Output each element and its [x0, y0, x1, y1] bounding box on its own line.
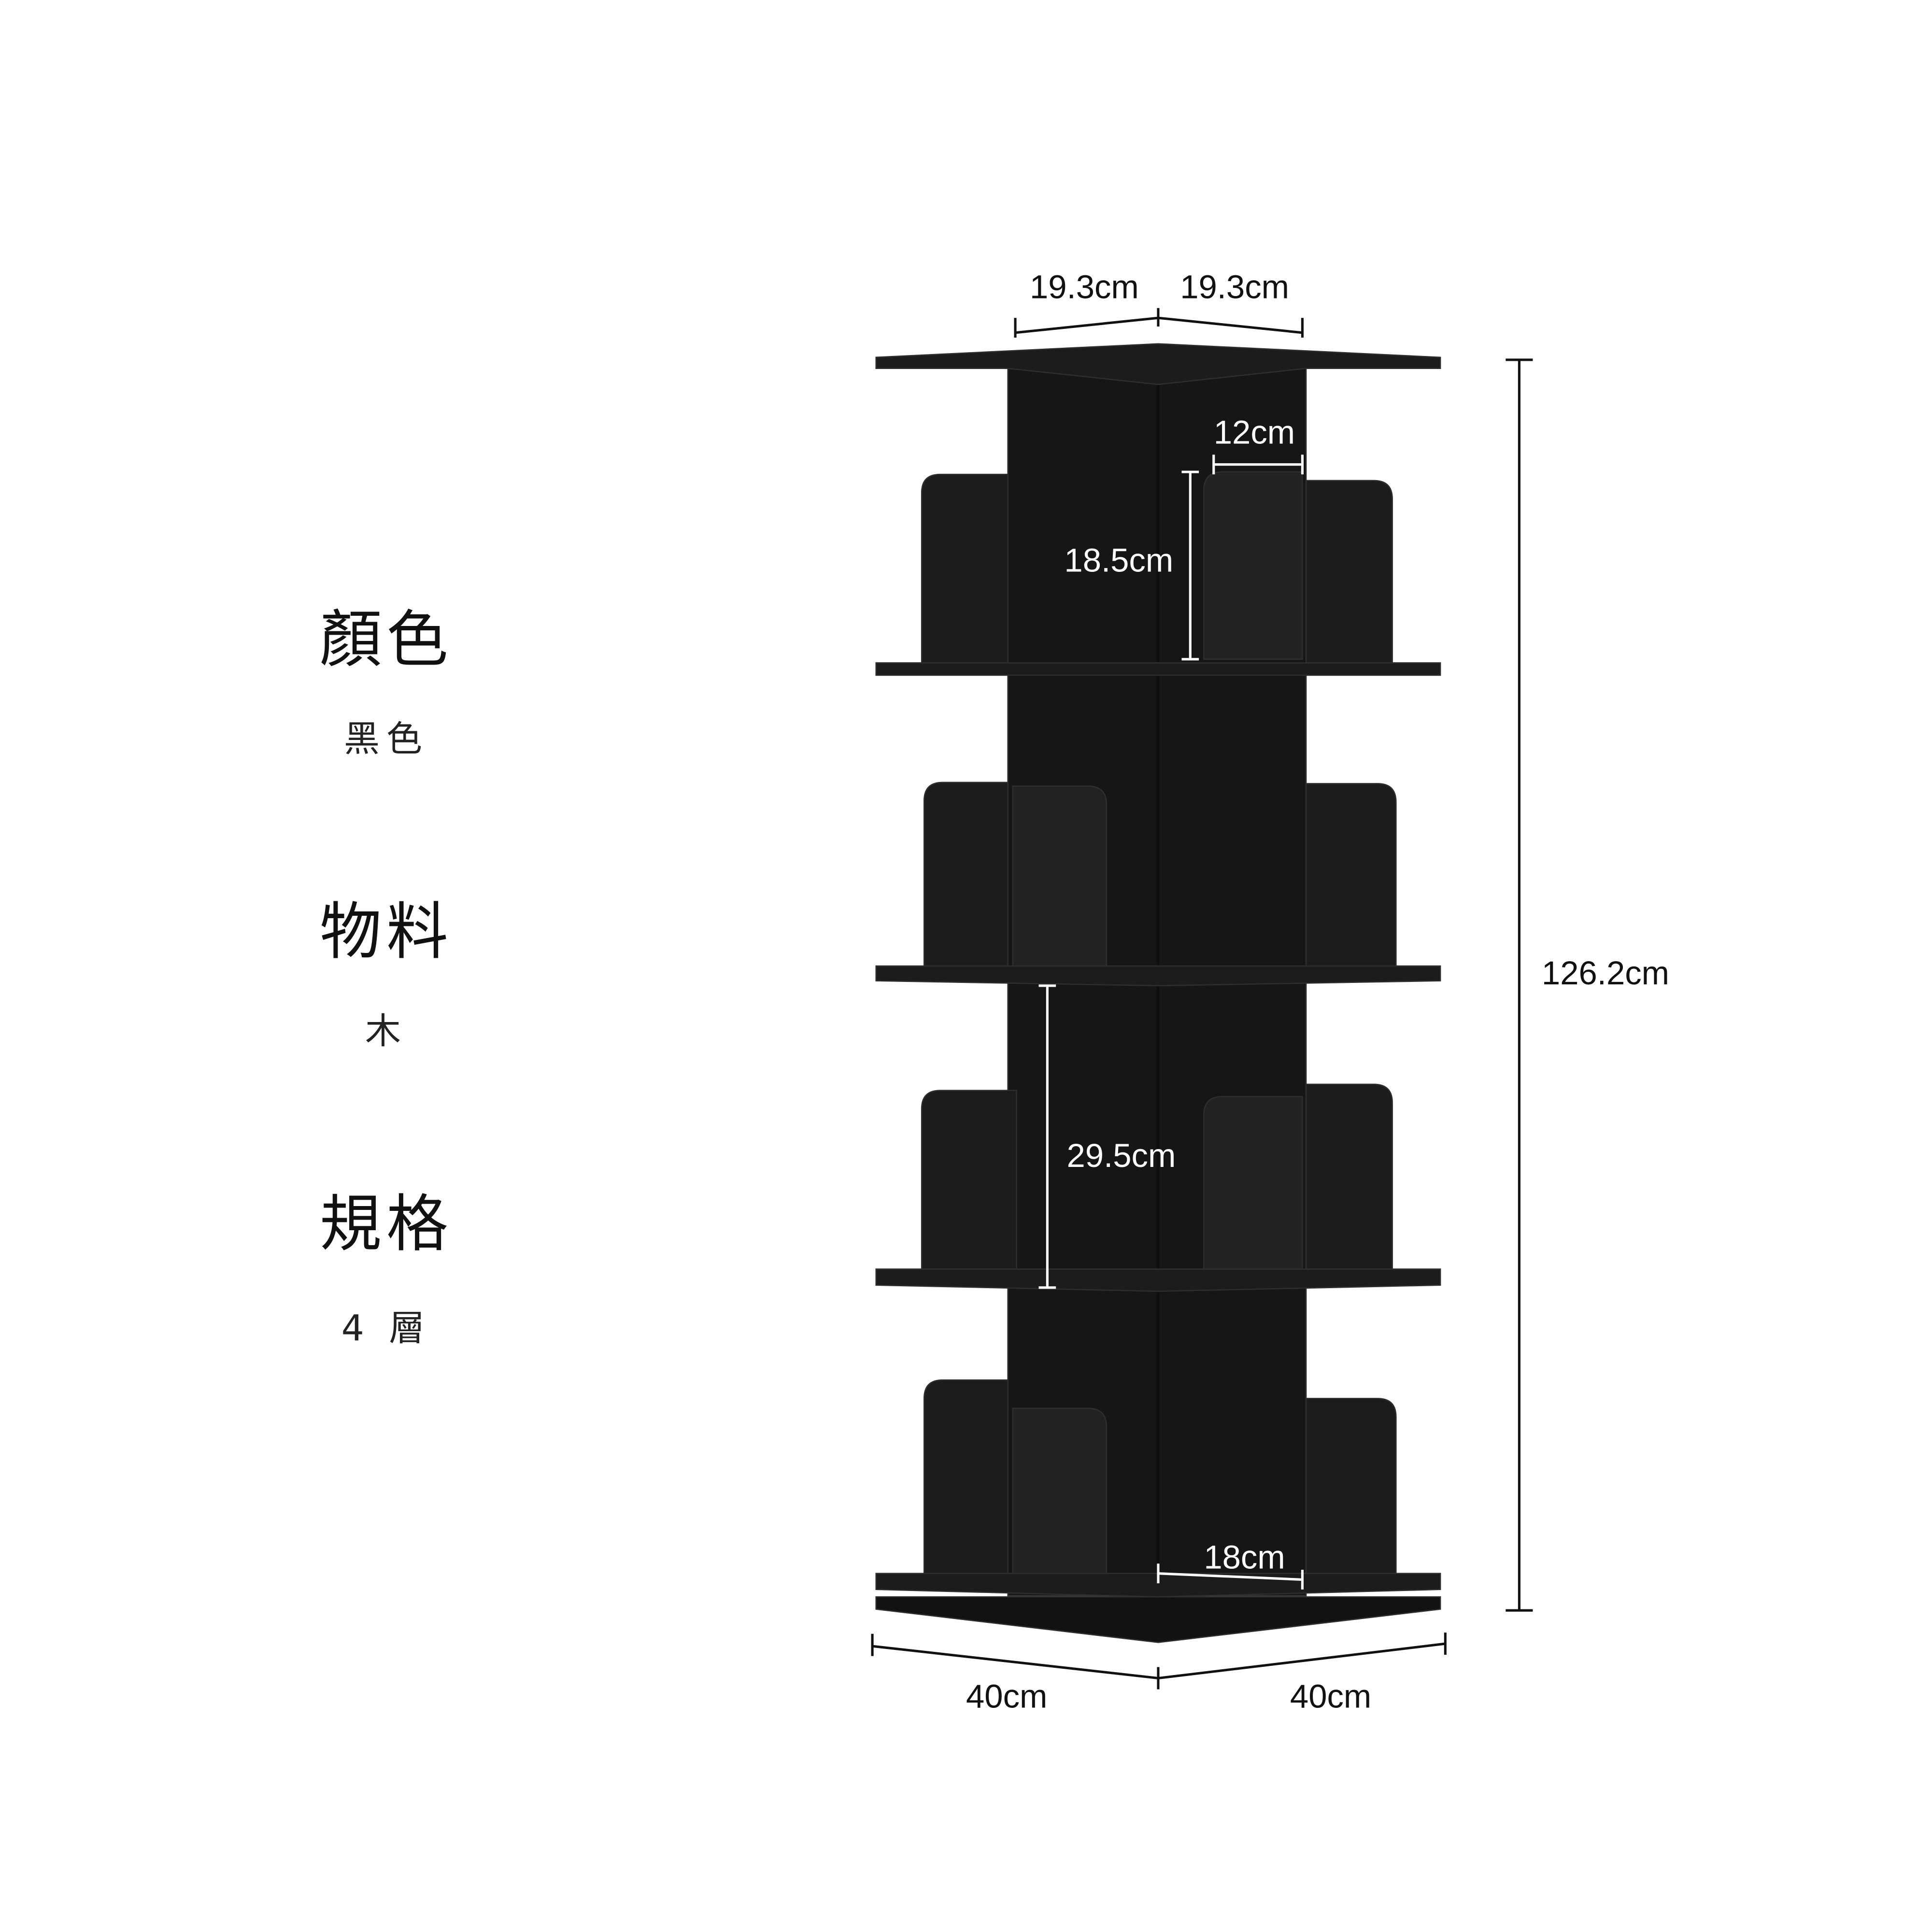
dimension-labels: 19.3cm 19.3cm 12cm 18.5cm 29.5cm 18cm 12…: [966, 268, 1669, 1715]
spec-value-color: 黑色: [344, 718, 429, 760]
dim-tier-height: 29.5cm: [1067, 1137, 1176, 1174]
dimension-lines: [871, 308, 1533, 1690]
spec-label-color: 顏色: [319, 604, 453, 676]
dim-top-left-width: 19.3cm: [1030, 268, 1139, 305]
rotating-bookshelf: [875, 343, 1441, 1643]
spec-label-size: 規格: [319, 1188, 453, 1260]
dim-divider-height: 18.5cm: [1064, 542, 1173, 579]
spec-label-material: 物料: [319, 896, 453, 968]
spec-value-material: 木: [365, 1010, 408, 1052]
dim-base-right: 40cm: [1290, 1678, 1371, 1715]
spec-value-size: 4 層: [341, 1307, 432, 1349]
dim-base-left: 40cm: [966, 1678, 1047, 1715]
dim-top-right-width: 19.3cm: [1180, 268, 1289, 305]
dim-bottom-divider-width: 18cm: [1204, 1538, 1285, 1576]
dim-total-height: 126.2cm: [1542, 954, 1669, 992]
dim-divider-width: 12cm: [1214, 413, 1295, 451]
